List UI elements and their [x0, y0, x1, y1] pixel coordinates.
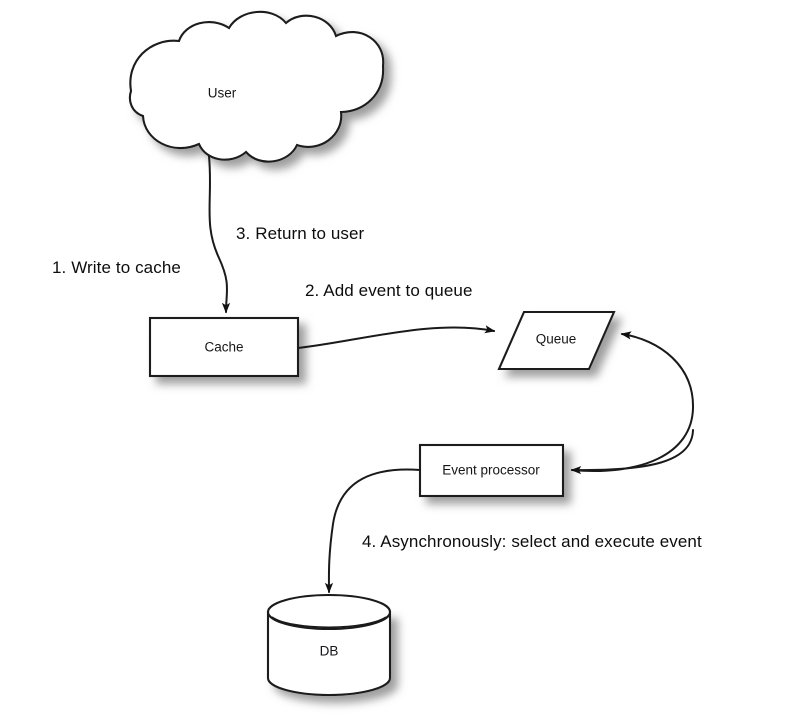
node-user[interactable]: User: [128, 10, 385, 163]
edge-user-to-cache: [208, 155, 231, 314]
edge-queue-to-event-processor: [570, 429, 694, 475]
node-cache[interactable]: Cache: [148, 316, 300, 378]
edge-event-processor-to-db: [324, 468, 421, 594]
node-event-processor[interactable]: Event processor: [418, 443, 565, 498]
node-event-processor-label: Event processor: [442, 463, 540, 478]
step-2-label: 2. Add event to queue: [305, 281, 473, 300]
node-queue[interactable]: Queue: [497, 310, 616, 371]
node-db[interactable]: DB: [266, 593, 392, 697]
node-db-label: DB: [320, 644, 339, 659]
node-queue-label: Queue: [536, 332, 577, 347]
step-1-label: 1. Write to cache: [52, 258, 181, 277]
node-user-label: User: [208, 86, 237, 101]
step-4-label: 4. Asynchronously: select and execute ev…: [362, 532, 702, 551]
node-cache-label: Cache: [204, 340, 243, 355]
step-3-label: 3. Return to user: [236, 224, 365, 243]
edge-cache-to-queue: [297, 325, 496, 349]
